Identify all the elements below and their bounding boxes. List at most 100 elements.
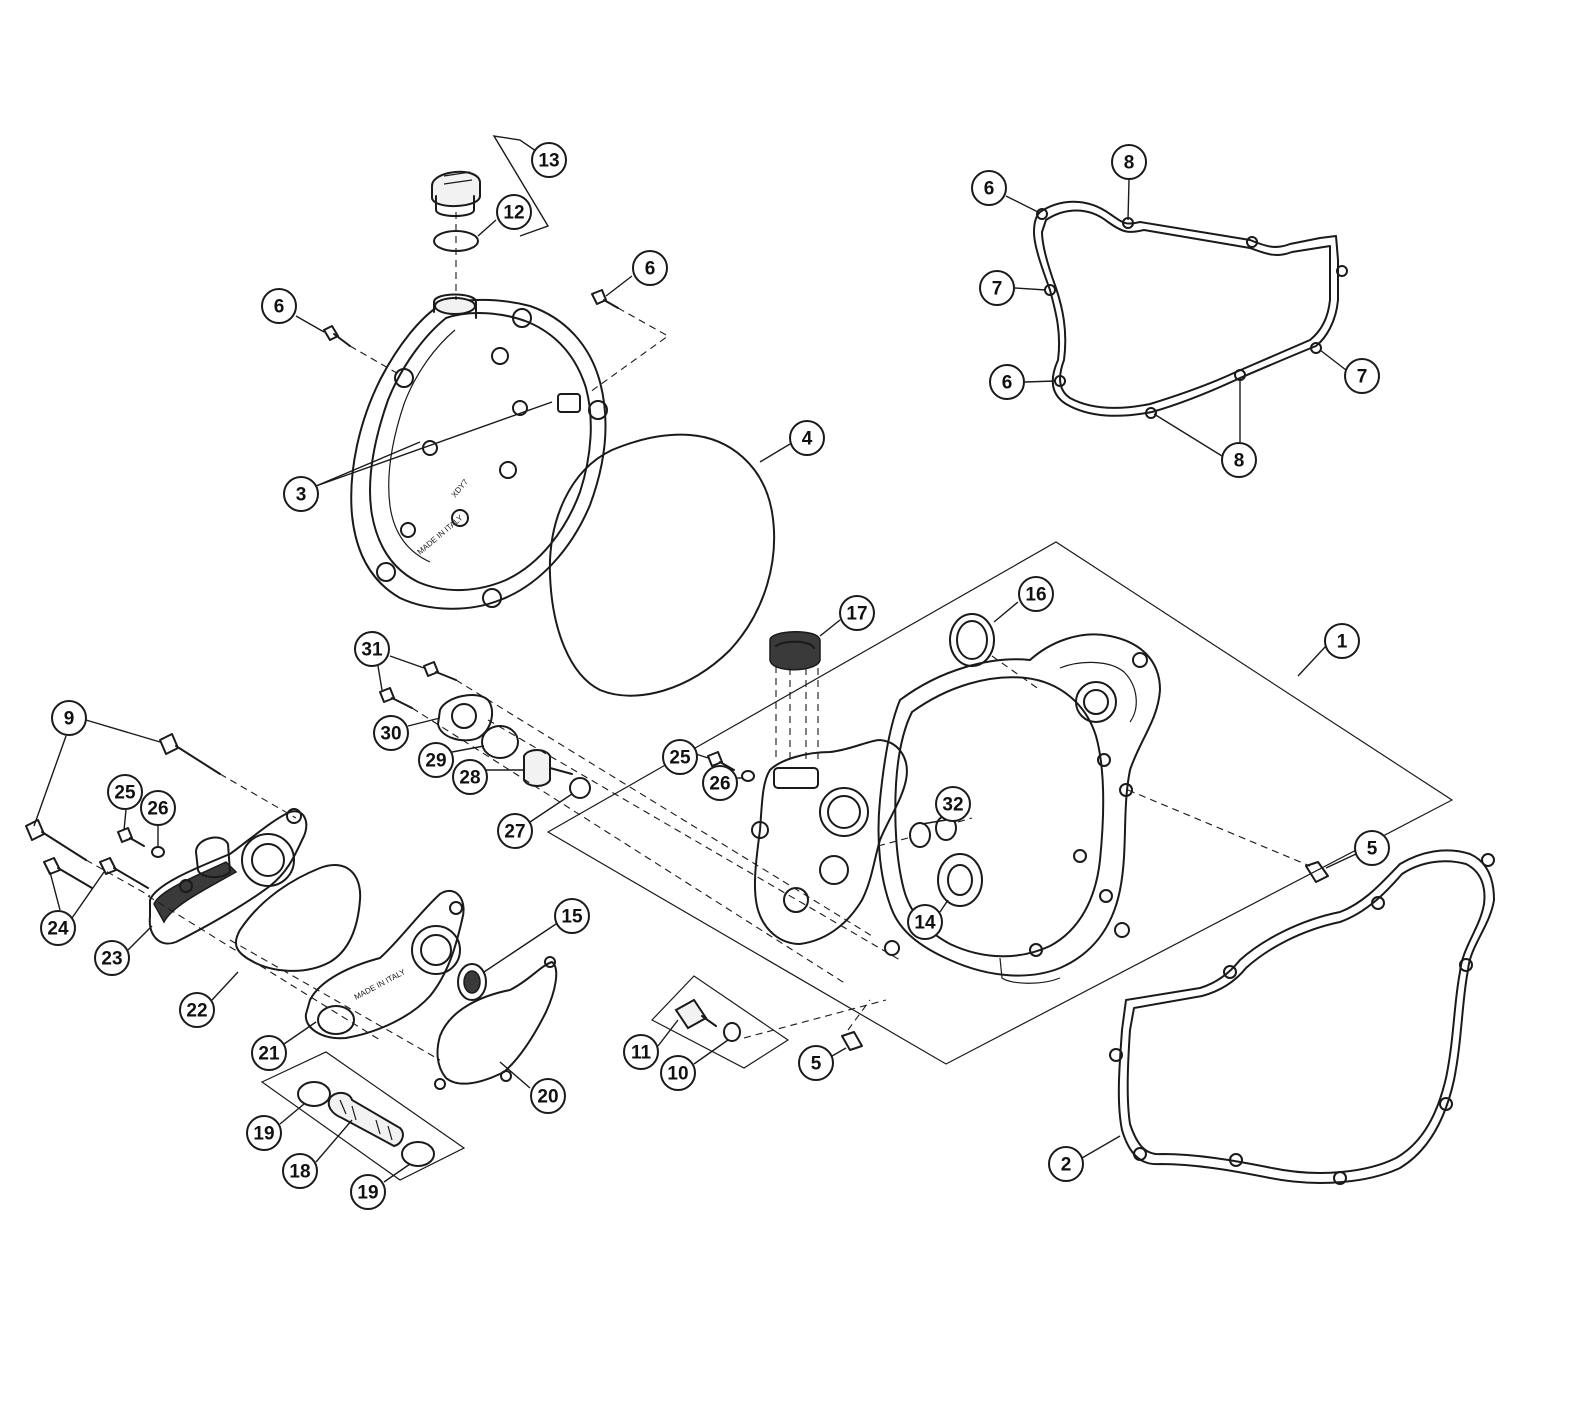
- pump-stamp-made-in: MADE IN ITALY: [353, 967, 408, 1002]
- leader-line-10: [693, 1039, 729, 1065]
- leader-line-6a: [295, 315, 325, 333]
- kit-18-frame: [260, 1051, 466, 1181]
- callout-number: 2: [1061, 1155, 1072, 1176]
- callout-number: 23: [101, 949, 122, 970]
- callout-29: 29: [418, 742, 454, 778]
- callout-19a: 19: [246, 1115, 282, 1151]
- gasket-20: [436, 961, 558, 1085]
- callout-20: 20: [530, 1078, 566, 1114]
- bearing-housing-30: [437, 694, 494, 742]
- callout-number: 24: [47, 919, 69, 940]
- callout-number: 15: [561, 907, 583, 928]
- callout-number: 12: [503, 203, 524, 224]
- callout-number: 6: [274, 297, 285, 318]
- callout-30: 30: [373, 715, 409, 751]
- callout-number: 31: [361, 640, 383, 661]
- callout-circle: [1324, 623, 1360, 659]
- callout-circle: [1221, 442, 1257, 478]
- pipe-18: [327, 1092, 404, 1148]
- callout-number: 11: [631, 1043, 652, 1064]
- callout-number: 5: [811, 1054, 822, 1075]
- leader-line-23: [127, 925, 153, 951]
- callout-number: 25: [114, 783, 136, 804]
- callout-circle: [1018, 576, 1054, 612]
- callout-1: 1: [1324, 623, 1360, 659]
- leader-line-25b: [123, 809, 127, 831]
- sensor-11: [674, 998, 717, 1030]
- callout-number: 10: [667, 1064, 688, 1085]
- leader-line-5a: [1325, 853, 1357, 869]
- leader-line-15: [483, 923, 557, 973]
- callout-number: 6: [645, 259, 656, 280]
- callout-circle: [40, 910, 76, 946]
- oring-19-left: [297, 1081, 331, 1107]
- leader-line-9: [85, 719, 161, 743]
- callout-4: 4: [789, 420, 825, 456]
- washer-10: [723, 1022, 741, 1042]
- leader-line-gasket-6a: [1005, 195, 1039, 213]
- callout-circle: [798, 1045, 834, 1081]
- callout-gasket-6b: 6: [989, 364, 1025, 400]
- callout-16: 16: [1018, 576, 1054, 612]
- cover-stamp-made-in: MADE IN ITALY: [416, 513, 466, 557]
- callout-number: 8: [1234, 451, 1245, 472]
- callout-gasket-8b: 8: [1221, 442, 1257, 478]
- callout-gasket-7b: 7: [1344, 358, 1380, 394]
- callout-number: 4: [802, 429, 813, 450]
- callout-circle: [94, 940, 130, 976]
- gasket-2: [1109, 849, 1495, 1185]
- callout-circle: [373, 715, 409, 751]
- callout-number: 5: [1367, 839, 1378, 860]
- callout-number: 7: [992, 279, 1003, 300]
- callout-circle: [418, 742, 454, 778]
- callout-circle: [261, 288, 297, 324]
- gasket-20-hole-a: [544, 956, 556, 968]
- impeller-shaft-28: [523, 749, 573, 787]
- callout-number: 6: [1002, 373, 1013, 394]
- callout-circle: [530, 1078, 566, 1114]
- ignition-cover: [751, 633, 1161, 984]
- callout-circle: [496, 194, 532, 230]
- callout-25a: 25: [662, 739, 698, 775]
- callout-number: 18: [289, 1162, 310, 1183]
- leader-line-gasket-6b: [1024, 380, 1056, 383]
- clutch-cover: XDY7 MADE IN ITALY: [350, 293, 608, 610]
- callout-22: 22: [179, 992, 215, 1028]
- callout-number: 3: [296, 485, 307, 506]
- leader-line-3: [315, 401, 553, 487]
- callout-number: 6: [984, 179, 995, 200]
- callout-circle: [1344, 358, 1380, 394]
- callout-number: 1: [1337, 632, 1348, 653]
- gasket-22: [234, 864, 362, 972]
- filler-cap: [431, 170, 481, 217]
- callout-circle: [1354, 830, 1390, 866]
- callout-number: 27: [504, 822, 525, 843]
- callout-circle: [1111, 144, 1147, 180]
- dowel-5-right: [1305, 861, 1329, 883]
- callout-6a: 6: [261, 288, 297, 324]
- kit-11-frame: [651, 975, 790, 1069]
- callout-10: 10: [660, 1055, 696, 1091]
- callout-number: 26: [147, 799, 168, 820]
- seal-15: [457, 963, 487, 1001]
- callout-14: 14: [907, 904, 943, 940]
- callout-number: 21: [258, 1044, 280, 1065]
- bolt-6-right: [591, 289, 619, 309]
- washer-26-left: [151, 846, 165, 858]
- leader-line-31: [389, 655, 425, 669]
- callout-number: 22: [186, 1001, 207, 1022]
- callout-32: 32: [935, 786, 971, 822]
- callout-circle: [452, 759, 488, 795]
- callout-number: 29: [425, 751, 446, 772]
- callout-circle: [246, 1115, 282, 1151]
- callout-circle: [907, 904, 943, 940]
- leader-line-9-b: [33, 735, 67, 827]
- callout-21: 21: [251, 1035, 287, 1071]
- leader-line-18: [315, 1119, 353, 1163]
- callout-number: 8: [1124, 153, 1135, 174]
- callout-number: 26: [709, 774, 730, 795]
- leader-lines: [33, 135, 1357, 1183]
- leader-line-12: [477, 219, 497, 237]
- callout-11: 11: [623, 1034, 659, 1070]
